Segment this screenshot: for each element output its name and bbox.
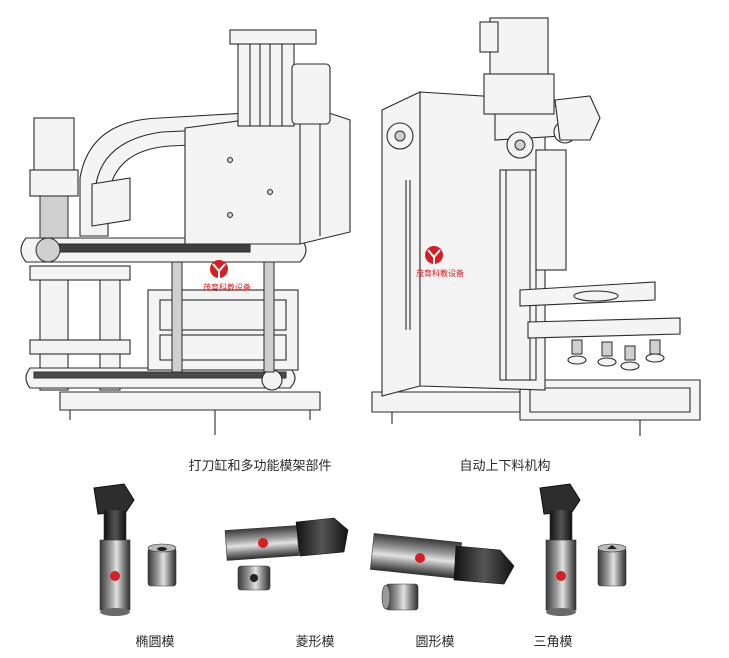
round-mold-photo — [370, 533, 515, 611]
ellipse-mold-photo — [93, 483, 177, 616]
auto-loader-machine-drawing — [371, 17, 701, 436]
logo-text-left: 茂育科教设备 — [203, 282, 251, 292]
caption-triangle-mold: 三角模 — [533, 634, 573, 649]
caption-round-mold: 圆形模 — [415, 634, 455, 649]
tool-cylinder-machine-drawing — [20, 29, 351, 435]
caption-diamond-mold: 菱形模 — [295, 634, 335, 649]
logo-mark-right: 茂育科教设备 — [416, 246, 464, 278]
triangle-mold-photo — [539, 483, 627, 616]
logo-mark-left: 茂育科教设备 — [203, 260, 251, 292]
caption-ellipse-mold: 椭圆模 — [135, 634, 175, 649]
caption-tool-cylinder: 打刀缸和多功能模架部件 — [188, 458, 332, 473]
diamond-mold-photo — [224, 517, 349, 591]
caption-auto-loader: 自动上下料机构 — [459, 458, 551, 473]
logo-text-right: 茂育科教设备 — [416, 268, 464, 278]
